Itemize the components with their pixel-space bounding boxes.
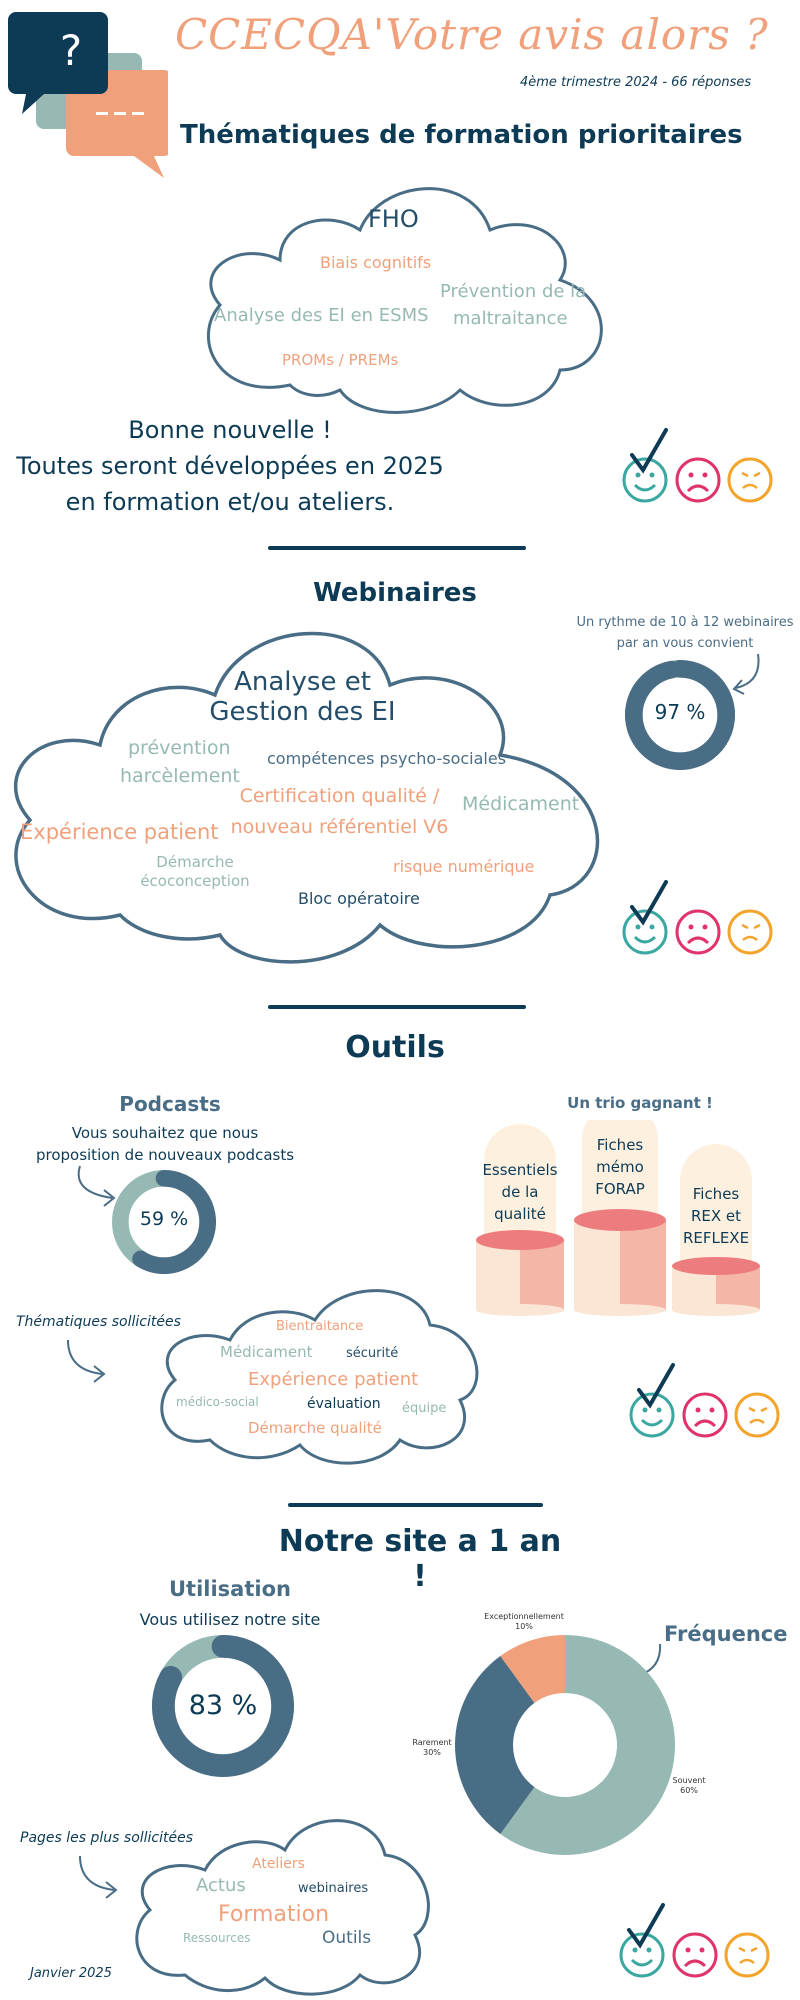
message-line: Bonne nouvelle !	[128, 416, 332, 444]
donut-slice-souvent	[500, 1635, 675, 1855]
ring-fill	[625, 660, 735, 770]
page-subtitle: 4ème trimestre 2024 - 66 réponses	[520, 75, 752, 90]
arrow-icon	[79, 1855, 118, 1899]
cloud-word: équipe	[402, 1401, 447, 1416]
cloud-word: Analyse et	[234, 667, 371, 697]
cloud-word: harcèlement	[120, 765, 240, 787]
cloud-word: nouveau référentiel V6	[230, 816, 449, 838]
trio-pedestals	[476, 1120, 760, 1316]
themes-label: Thématiques sollicitées	[16, 1314, 181, 1330]
section-title-site: Notre site a 1 an !	[278, 1524, 562, 1594]
cloud-word: écoconception	[140, 872, 250, 890]
cloud-word: Biais cognitifs	[320, 253, 432, 272]
cloud-word: maltraitance	[453, 308, 568, 329]
question-mark: ?	[59, 26, 83, 75]
word-cloud-webinaires	[14, 631, 600, 964]
podcasts-line: Vous souhaitez que nous	[71, 1124, 259, 1142]
cloud-word: Expérience patient	[248, 1369, 419, 1390]
frequence-title: Fréquence	[664, 1622, 788, 1646]
message-line: Toutes seront développées en 2025	[16, 452, 444, 480]
cloud-word: sécurité	[346, 1346, 399, 1361]
divider	[288, 1503, 543, 1507]
rhythm-line: par an vous convient	[616, 636, 754, 651]
cloud-word: prévention	[128, 737, 231, 759]
ring-label-webinaires: 97 %	[654, 700, 706, 724]
divider	[268, 1005, 526, 1009]
message-line: en formation et/ou ateliers.	[65, 488, 395, 516]
trio-title: Un trio gagnant !	[567, 1094, 713, 1112]
ring-label-usage: 83 %	[188, 1690, 258, 1721]
donut-slice-rarement	[455, 1656, 535, 1834]
section-title-webinaires: Webinaires	[313, 578, 477, 608]
cloud-word: Médicament	[462, 793, 580, 815]
cloud-word: webinaires	[298, 1881, 369, 1896]
cloud-word: Actus	[196, 1875, 246, 1896]
donut-slice-exceptionnellement	[500, 1635, 565, 1703]
ring-fill	[132, 1170, 216, 1274]
cloud-word: médico-social	[176, 1395, 259, 1409]
podcasts-line: proposition de nouveaux podcasts	[35, 1146, 295, 1164]
cloud-word: Ateliers	[252, 1856, 305, 1872]
section-title-outils: Outils	[345, 1030, 445, 1065]
podcasts-title: Podcasts	[119, 1092, 221, 1116]
arrow-icon	[67, 1339, 106, 1383]
smileys-icon	[629, 1363, 780, 1438]
section-title-thematiques: Thématiques de formation prioritaires	[180, 120, 743, 150]
cloud-word: Analyse des EI en ESMS	[214, 305, 429, 326]
footer-date: Janvier 2025	[30, 1966, 112, 1981]
cloud-word: Démarche	[156, 853, 234, 871]
cloud-word: Démarche qualité	[248, 1419, 382, 1437]
frequence-donut-chart	[455, 1635, 675, 1855]
usage-line: Vous utilisez notre site	[139, 1610, 321, 1629]
cloud-word: Bientraitance	[276, 1319, 364, 1334]
cloud-word: FHO	[368, 205, 419, 233]
word-cloud-pages	[135, 1819, 430, 1996]
page-title: CCECQA'Votre avis alors ?	[175, 10, 769, 59]
cloud-word: Formation	[218, 1902, 330, 1927]
ring-fill	[152, 1635, 294, 1777]
word-cloud-thematiques	[207, 187, 603, 414]
ring-label-podcasts: 59 %	[139, 1208, 189, 1230]
divider	[268, 546, 526, 550]
cloud-word: Bloc opératoire	[298, 889, 420, 908]
cloud-word: compétences psycho-sociales	[267, 749, 507, 768]
cloud-word: Gestion des EI	[209, 697, 396, 727]
cloud-word: évaluation	[307, 1396, 381, 1412]
cloud-word: risque numérique	[393, 857, 535, 876]
ring-usage	[152, 1635, 294, 1777]
pages-label: Pages les plus sollicitées	[20, 1830, 194, 1846]
cloud-word: PROMs / PREMs	[282, 351, 399, 369]
cloud-word: Prévention de la	[440, 281, 587, 302]
smileys-icon	[622, 880, 773, 955]
ring-podcasts	[112, 1170, 216, 1274]
cloud-word: Ressources	[183, 1931, 251, 1945]
cloud-word: Outils	[322, 1928, 372, 1948]
arrow-icon	[732, 653, 760, 695]
smileys-icon	[622, 428, 773, 503]
arrow-icon	[77, 1165, 116, 1207]
ring-webinaires	[625, 660, 735, 770]
word-cloud-outils	[160, 1289, 479, 1465]
cloud-word: Expérience patient	[20, 820, 219, 844]
rhythm-line: Un rythme de 10 à 12 webinaires	[576, 615, 794, 630]
cloud-word: Certification qualité /	[239, 785, 440, 807]
usage-title: Utilisation	[169, 1577, 291, 1601]
speech-bubbles-icon	[8, 12, 168, 178]
smileys-icon	[619, 1903, 770, 1978]
cloud-word: Médicament	[220, 1343, 313, 1361]
